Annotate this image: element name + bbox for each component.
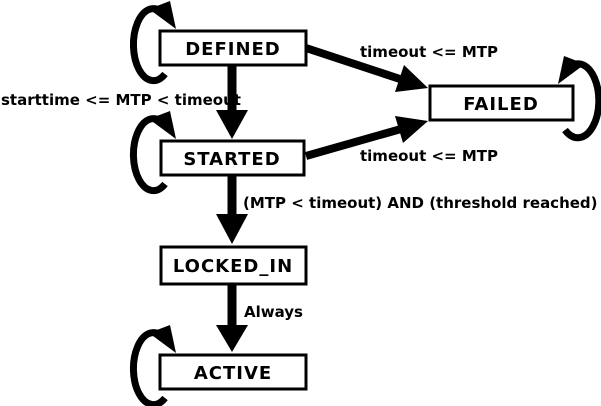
state-active-label: ACTIVE [194,363,272,384]
state-failed-label: FAILED [463,94,539,115]
label-lockedin-to-active: Always [244,303,303,321]
state-failed-box [428,84,575,122]
arrow-defined-to-started-head-icon [216,110,248,139]
self-loop-failed [558,56,601,142]
state-started-label: STARTED [183,149,280,170]
label-defined-to-started: starttime <= MTP < timeout [1,91,241,109]
self-loop-defined [129,1,176,85]
arrow-defined-to-started [216,65,248,139]
arrow-lockedin-to-active-head-icon [216,325,248,352]
label-defined-to-failed: timeout <= MTP [360,43,498,61]
label-started-to-failed: timeout <= MTP [360,147,498,165]
state-active-box [158,353,308,391]
arrow-defined-to-failed-line [304,44,405,84]
state-lockedin-box [159,245,308,286]
state-started-box [159,139,306,177]
arrow-started-to-lockedin-head-icon [216,214,248,244]
state-lockedin-label: LOCKED_IN [173,256,293,277]
self-loop-active [129,325,176,406]
state-started: STARTED [159,139,306,177]
state-lockedin: LOCKED_IN [159,245,308,286]
state-defined-box [158,29,308,67]
arrow-started-to-lockedin [216,175,248,244]
arrow-started-to-failed-line [304,125,403,160]
arrow-defined-to-failed [304,44,428,92]
label-started-to-lockedin: (MTP < timeout) AND (threshold reached) [243,194,598,212]
self-loop-active-arrowhead-icon [149,325,176,353]
state-defined-label: DEFINED [185,39,281,60]
self-loop-failed-arrowhead-icon [558,56,585,84]
arrow-lockedin-to-active [216,284,248,352]
state-failed: FAILED [428,84,575,122]
arrow-started-to-failed [304,116,428,160]
state-active: ACTIVE [158,353,308,391]
arrow-started-to-failed-head-icon [395,116,428,143]
arrow-defined-to-failed-head-icon [395,65,428,92]
state-defined: DEFINED [158,29,308,67]
self-loop-defined-arrowhead-icon [149,1,176,29]
self-loop-started [129,111,176,195]
self-loop-started-arrowhead-icon [149,111,176,139]
